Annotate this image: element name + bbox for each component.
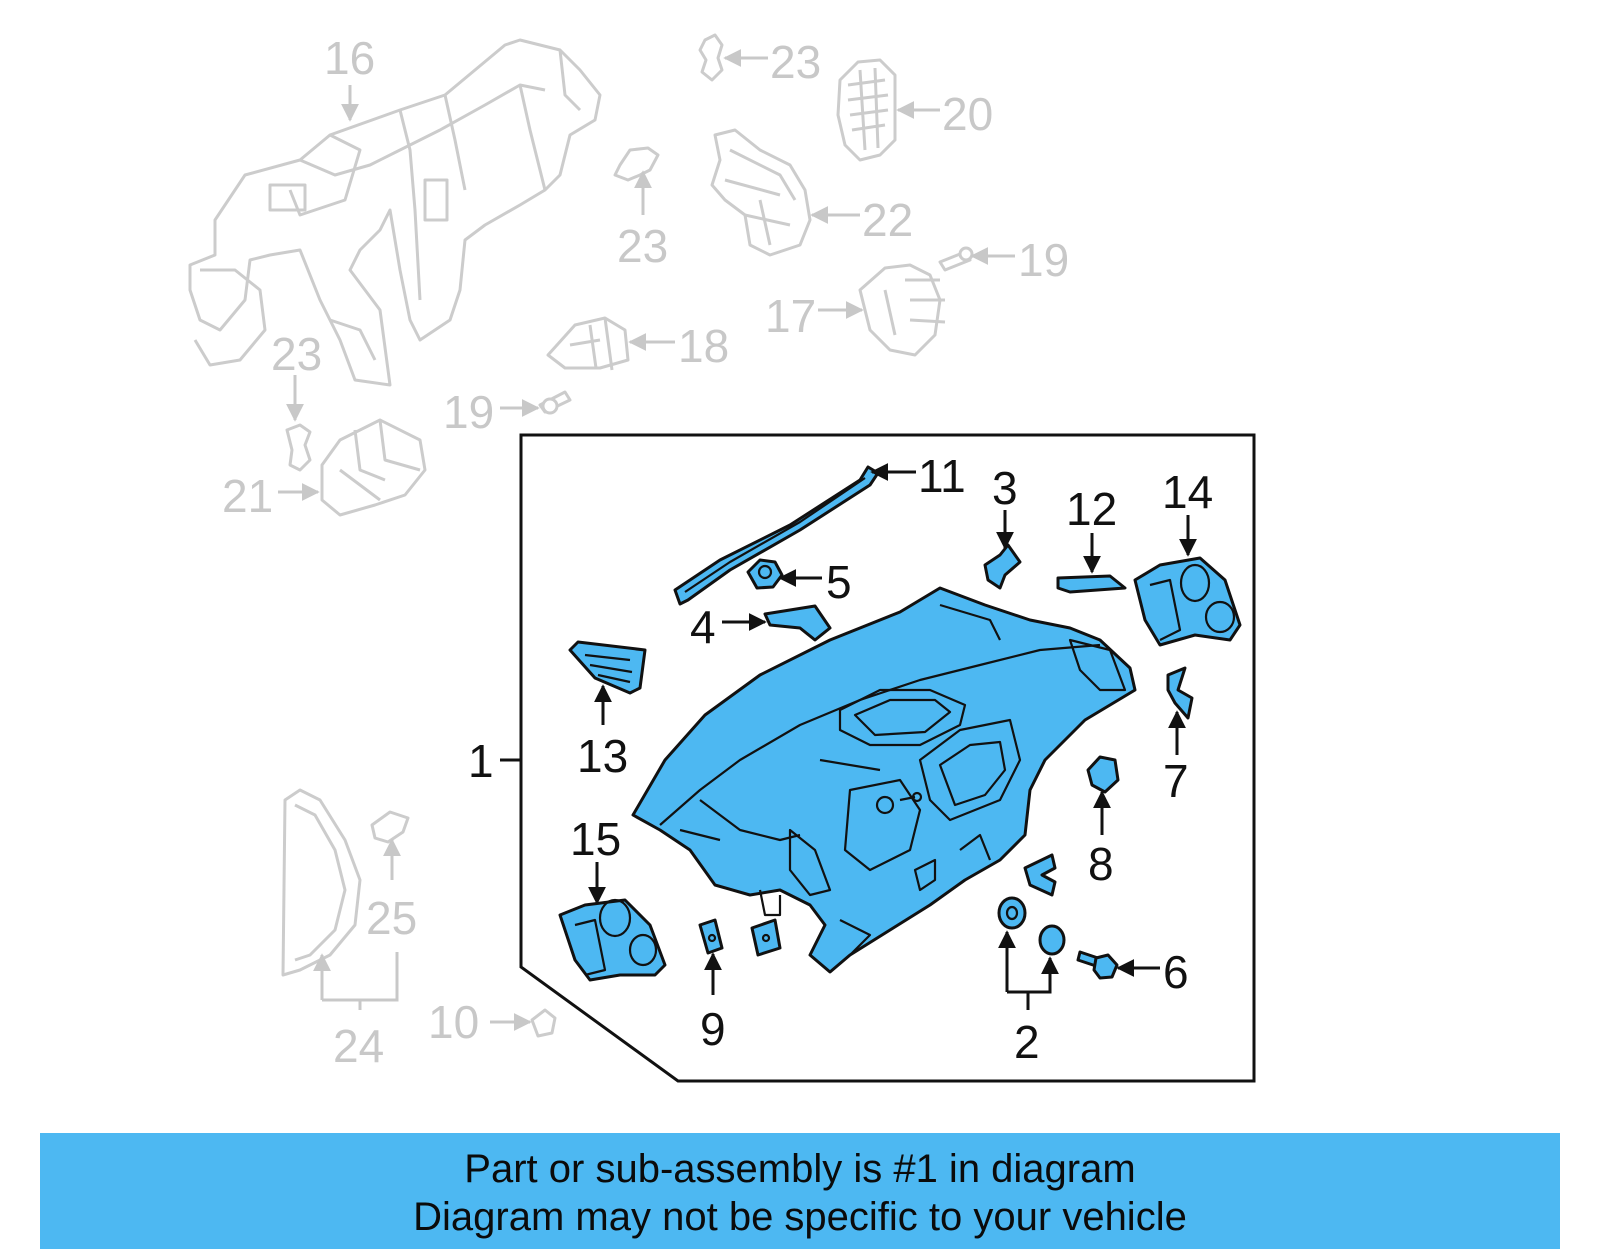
callout-23-top: 23	[770, 36, 821, 88]
callout-13: 13	[577, 730, 628, 782]
callout-9: 9	[700, 1003, 726, 1055]
callout-15: 15	[570, 813, 621, 865]
callout-25: 25	[366, 892, 417, 944]
duct-part	[710, 128, 812, 257]
callout-19-lower: 19	[443, 386, 494, 438]
bracket-part	[858, 263, 946, 357]
bolt-part-lower	[538, 390, 572, 415]
clip-part-4	[763, 604, 832, 642]
clip-part-9a	[698, 918, 724, 955]
callout-5: 5	[826, 556, 852, 608]
bracket-part-21	[320, 418, 427, 517]
washer-part-b	[1038, 924, 1066, 956]
info-banner: Part or sub-assembly is #1 in diagram Di…	[40, 1133, 1560, 1249]
callout-24: 24	[333, 1020, 384, 1072]
bracket-part-18	[546, 316, 630, 371]
callout-17: 17	[765, 290, 816, 342]
clip-part-left	[285, 423, 312, 472]
clip-part-8	[1086, 755, 1120, 794]
leader-lines	[278, 49, 1197, 1031]
clip-part-top	[698, 33, 724, 82]
cross-car-beam-part	[188, 38, 602, 387]
callout-1: 1	[468, 735, 494, 787]
clip-part-7	[1166, 666, 1194, 720]
clip-part-10	[530, 1008, 557, 1038]
vent-part-13	[568, 640, 647, 695]
callout-4: 4	[690, 601, 716, 653]
callout-23-middle: 23	[617, 220, 668, 272]
callout-6: 6	[1163, 946, 1189, 998]
callout-12: 12	[1066, 483, 1117, 535]
callout-23-left: 23	[271, 328, 322, 380]
banner-line-1: Part or sub-assembly is #1 in diagram	[464, 1147, 1136, 1191]
callout-20: 20	[942, 88, 993, 140]
callout-18: 18	[678, 320, 729, 372]
side-panel-part	[281, 788, 362, 977]
bracket-part-3	[983, 543, 1022, 590]
callout-16: 16	[324, 32, 375, 84]
callout-labels: 16 23 20 23 22 19 17 18 23 19 21 25 10 2…	[222, 32, 1213, 1072]
bolt-part-upper	[938, 246, 974, 272]
washer-part-a	[997, 896, 1027, 930]
callout-19-upper: 19	[1018, 234, 1069, 286]
callout-14: 14	[1162, 466, 1213, 518]
callout-2: 2	[1014, 1016, 1040, 1068]
callout-22: 22	[862, 194, 913, 246]
clip-part-middle	[613, 146, 660, 182]
bolt-part-6	[1076, 950, 1119, 980]
callout-21: 21	[222, 470, 273, 522]
callout-3: 3	[992, 462, 1018, 514]
callout-10: 10	[428, 996, 479, 1048]
callout-8: 8	[1088, 838, 1114, 890]
banner-line-2: Diagram may not be specific to your vehi…	[413, 1195, 1187, 1239]
end-cap-right-part	[1133, 556, 1242, 647]
callout-11: 11	[918, 450, 966, 502]
callout-7: 7	[1163, 755, 1189, 807]
bracket-part-small	[1023, 853, 1057, 897]
clip-part-25	[370, 810, 410, 844]
instrument-panel-part	[631, 586, 1137, 974]
vent-grille-part	[836, 58, 897, 162]
trim-strip-part	[1056, 574, 1127, 594]
clip-part-9b	[750, 918, 782, 957]
